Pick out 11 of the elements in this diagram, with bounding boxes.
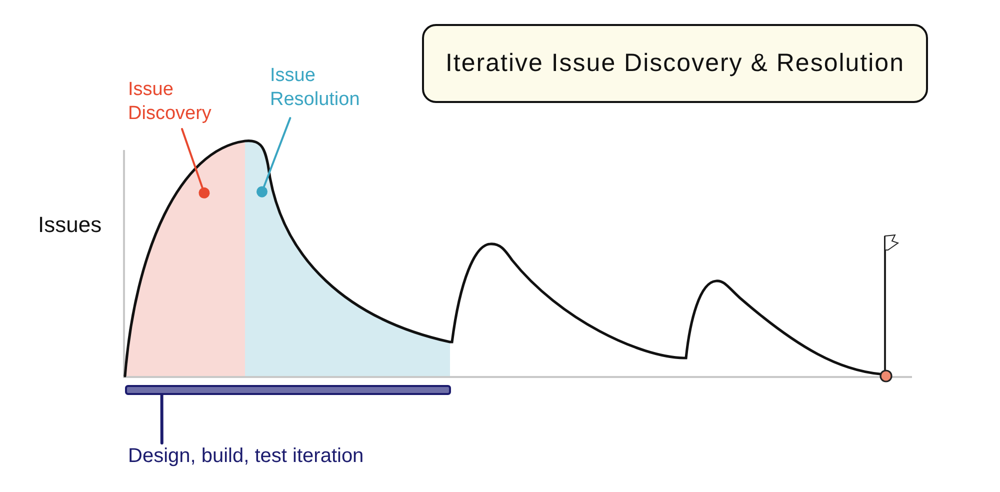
leader-line	[160, 394, 164, 444]
timeline-bar	[125, 385, 451, 395]
axis-label: Issues	[38, 212, 102, 238]
callout-label: Issue Resolution	[270, 64, 382, 112]
bar-label: Design, build, test iteration	[128, 443, 448, 469]
title-banner: Iterative Issue Discovery & Resolution	[422, 24, 928, 103]
shaded-region	[245, 140, 450, 377]
leader-line	[181, 128, 210, 198]
callout-label: Issue Discovery	[128, 78, 228, 126]
leader-line	[256, 117, 292, 198]
shaded-region	[125, 141, 245, 377]
